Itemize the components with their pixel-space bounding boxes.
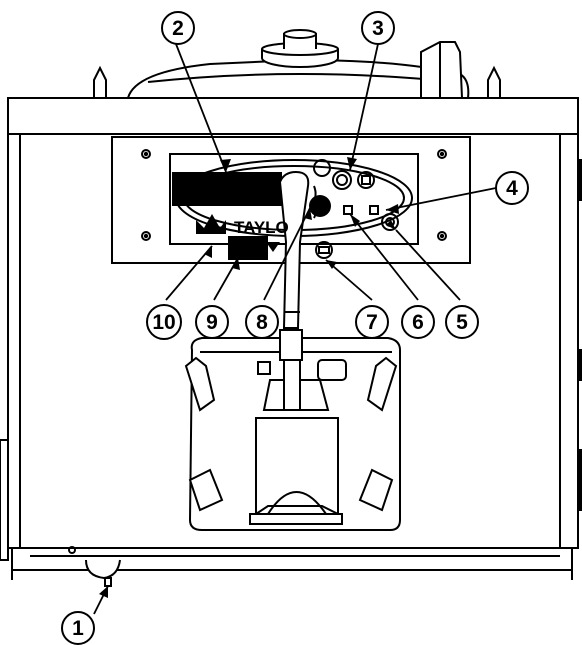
indicator-window xyxy=(228,236,268,260)
callout-4: 4 xyxy=(495,171,529,205)
callout-3: 3 xyxy=(361,11,395,45)
crown-logo xyxy=(196,214,226,234)
callout-2: 2 xyxy=(161,11,195,45)
callout-label: 10 xyxy=(152,311,175,334)
callout-label: 8 xyxy=(256,311,268,334)
callout-1: 1 xyxy=(61,611,95,645)
callout-label: 6 xyxy=(412,311,424,334)
callout-5: 5 xyxy=(445,305,479,339)
callout-label: 9 xyxy=(206,311,218,334)
callout-6: 6 xyxy=(401,305,435,339)
keypad-button-c[interactable] xyxy=(357,171,375,189)
callout-label: 4 xyxy=(506,177,518,200)
callout-8: 8 xyxy=(245,305,279,339)
hopper-lid xyxy=(93,29,501,99)
callout-label: 1 xyxy=(72,617,84,640)
keypad-button-a[interactable] xyxy=(313,159,331,177)
door-area xyxy=(184,329,401,531)
callout-10: 10 xyxy=(146,304,182,340)
callout-9: 9 xyxy=(195,305,229,339)
draw-handle[interactable] xyxy=(278,170,310,329)
keypad-button-d[interactable] xyxy=(381,213,399,231)
callout-label: 3 xyxy=(372,17,384,40)
arrowheads xyxy=(99,157,399,598)
brand-text: TAYLO xyxy=(234,218,289,237)
keypad-button-b[interactable] xyxy=(332,170,352,190)
callout-label: 7 xyxy=(366,311,378,334)
keypad-button-e[interactable] xyxy=(315,241,333,259)
callout-label: 5 xyxy=(456,311,468,334)
base xyxy=(11,546,573,587)
display-window xyxy=(172,172,282,206)
callout-7: 7 xyxy=(355,305,389,339)
callout-label: 2 xyxy=(172,17,184,40)
